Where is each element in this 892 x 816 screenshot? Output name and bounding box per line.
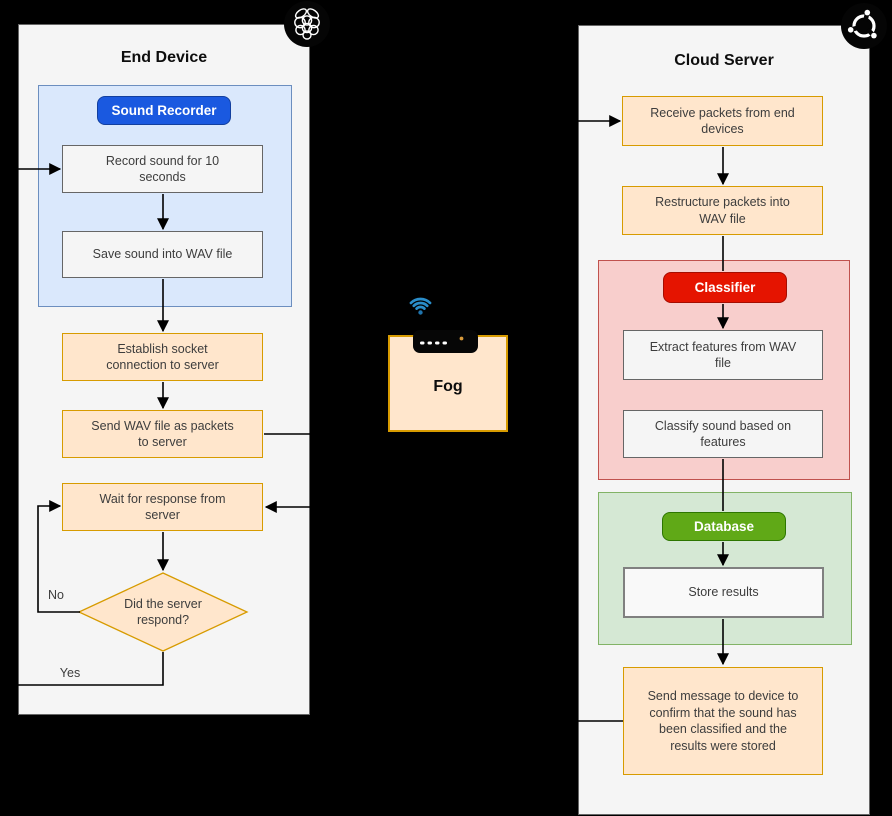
ubuntu-icon xyxy=(841,3,887,49)
save-wav-text: Save sound into WAV file xyxy=(92,247,233,262)
establish-socket-node: Establish socket connection to server xyxy=(62,333,263,381)
send-wav-text: Send WAV file as packets to server xyxy=(91,418,234,450)
classifier-pill: Classifier xyxy=(663,272,787,303)
store-results-text: Store results xyxy=(688,585,759,600)
decision-no-label: No xyxy=(48,588,64,602)
fog-label: Fog xyxy=(433,378,463,395)
database-pill: Database xyxy=(662,512,786,541)
confirm-message-text: Send message to device to confirm that t… xyxy=(647,689,799,753)
receive-packets-text: Receive packets from end devices xyxy=(650,105,795,137)
wait-response-node: Wait for response from server xyxy=(62,483,263,531)
fog-device-icon xyxy=(409,297,478,353)
router-icon xyxy=(413,330,478,353)
sound-recorder-pill: Sound Recorder xyxy=(97,96,231,125)
classifier-label: Classifier xyxy=(694,280,756,295)
classify-sound-node: Classify sound based on features xyxy=(623,410,823,458)
end-device-title: End Device xyxy=(120,49,208,66)
save-wav-node: Save sound into WAV file xyxy=(62,231,263,278)
decision-node-label: Did the server respond? xyxy=(124,596,202,628)
restructure-packets-text: Restructure packets into WAV file xyxy=(655,195,790,226)
wait-response-text: Wait for response from server xyxy=(99,491,226,523)
classify-sound-text: Classify sound based on features xyxy=(654,418,792,450)
database-label: Database xyxy=(693,519,755,534)
store-results-node: Store results xyxy=(623,567,824,618)
wifi-icon xyxy=(409,297,432,315)
arrow-confirm-to-wait xyxy=(264,501,623,722)
cloud-server-title: Cloud Server xyxy=(674,52,774,69)
raspberry-pi-icon xyxy=(284,1,330,47)
extract-features-node: Extract features from WAV file xyxy=(623,330,823,380)
establish-socket-text: Establish socket connection to server xyxy=(106,341,219,373)
sound-recorder-label: Sound Recorder xyxy=(111,103,217,118)
decision-yes-label: Yes xyxy=(59,666,81,680)
restructure-packets-node: Restructure packets into WAV file xyxy=(622,186,823,235)
record-sound-node: Record sound for 10 seconds xyxy=(62,145,263,193)
extract-features-text: Extract features from WAV file xyxy=(649,339,797,371)
receive-packets-node: Receive packets from end devices xyxy=(622,96,823,146)
confirm-message-node: Send message to device to confirm that t… xyxy=(623,667,823,775)
send-wav-node: Send WAV file as packets to server xyxy=(62,410,263,458)
record-sound-text: Record sound for 10 seconds xyxy=(105,153,220,185)
